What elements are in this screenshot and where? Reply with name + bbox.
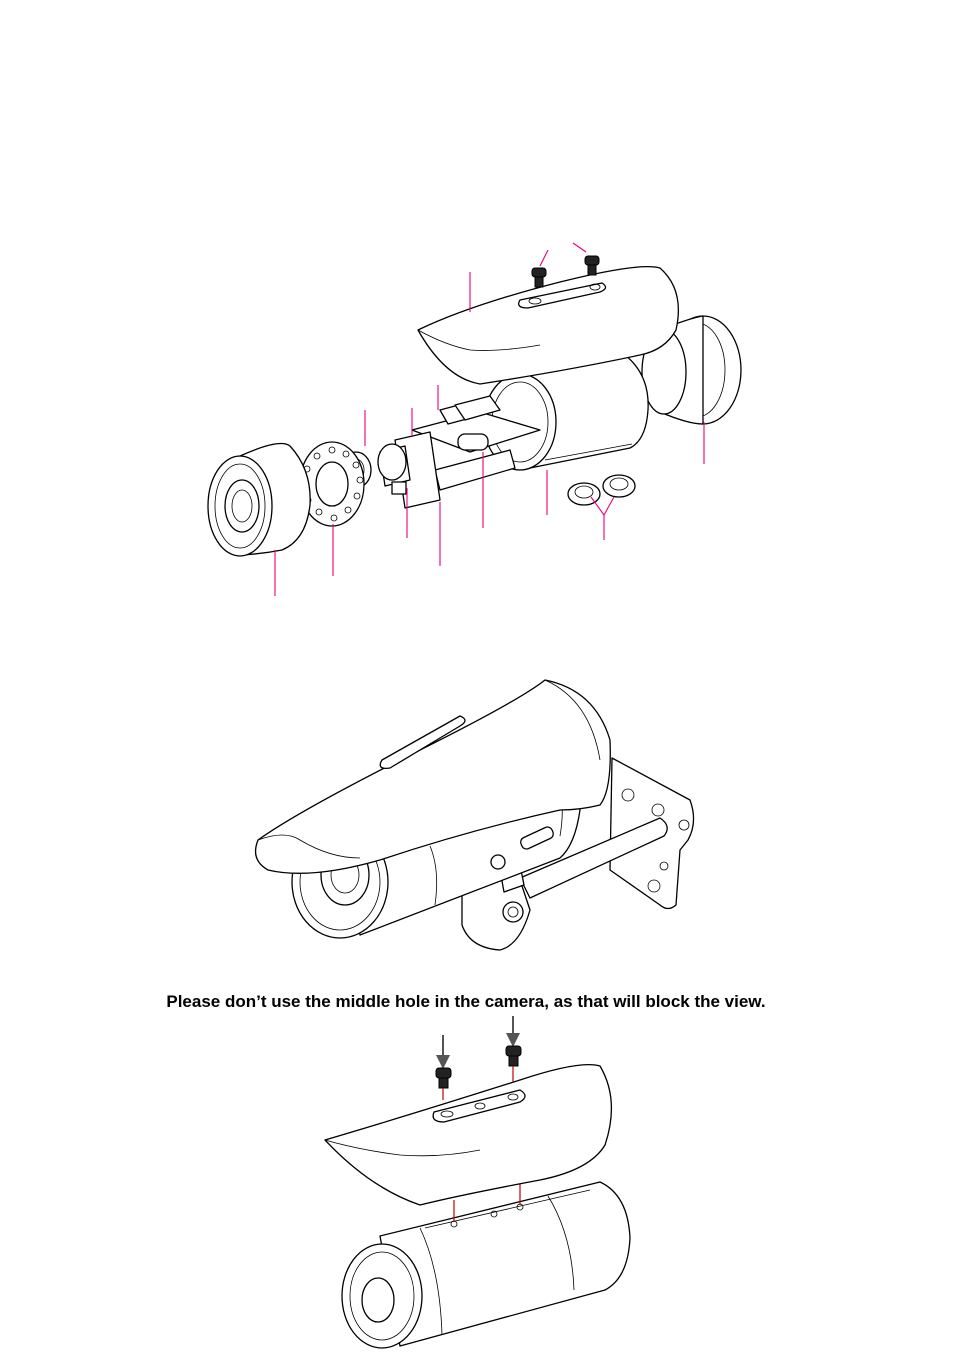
screw-left [435,1067,452,1089]
sunshield-screw-2 [584,255,600,276]
assembled-camera-on-bracket-drawing [254,679,695,951]
sunshield-assembled [254,679,611,874]
usage-note: Please don’t use the middle hole in the … [166,992,766,1011]
screw-right [505,1045,522,1067]
assembled-view-figure [0,660,954,960]
sunshield-top [324,1063,613,1206]
housing-tube [483,354,649,471]
sunshield-mounting-figure [0,1012,954,1354]
front-cap [207,442,311,557]
sunshield-screw-1 [531,267,547,288]
sunshield-screw-alignment-drawing [324,1016,631,1349]
sunshield [417,266,679,385]
ir-led-board [299,441,365,527]
insert-arrows [436,1016,520,1069]
exploded-view-figure [0,0,954,620]
camera-module [340,395,541,509]
cable-grommets [567,474,636,506]
leader-lines [274,242,705,596]
rear-end-cap [641,315,742,425]
exploded-camera-drawing [207,242,742,596]
camera-tube [341,1181,631,1349]
